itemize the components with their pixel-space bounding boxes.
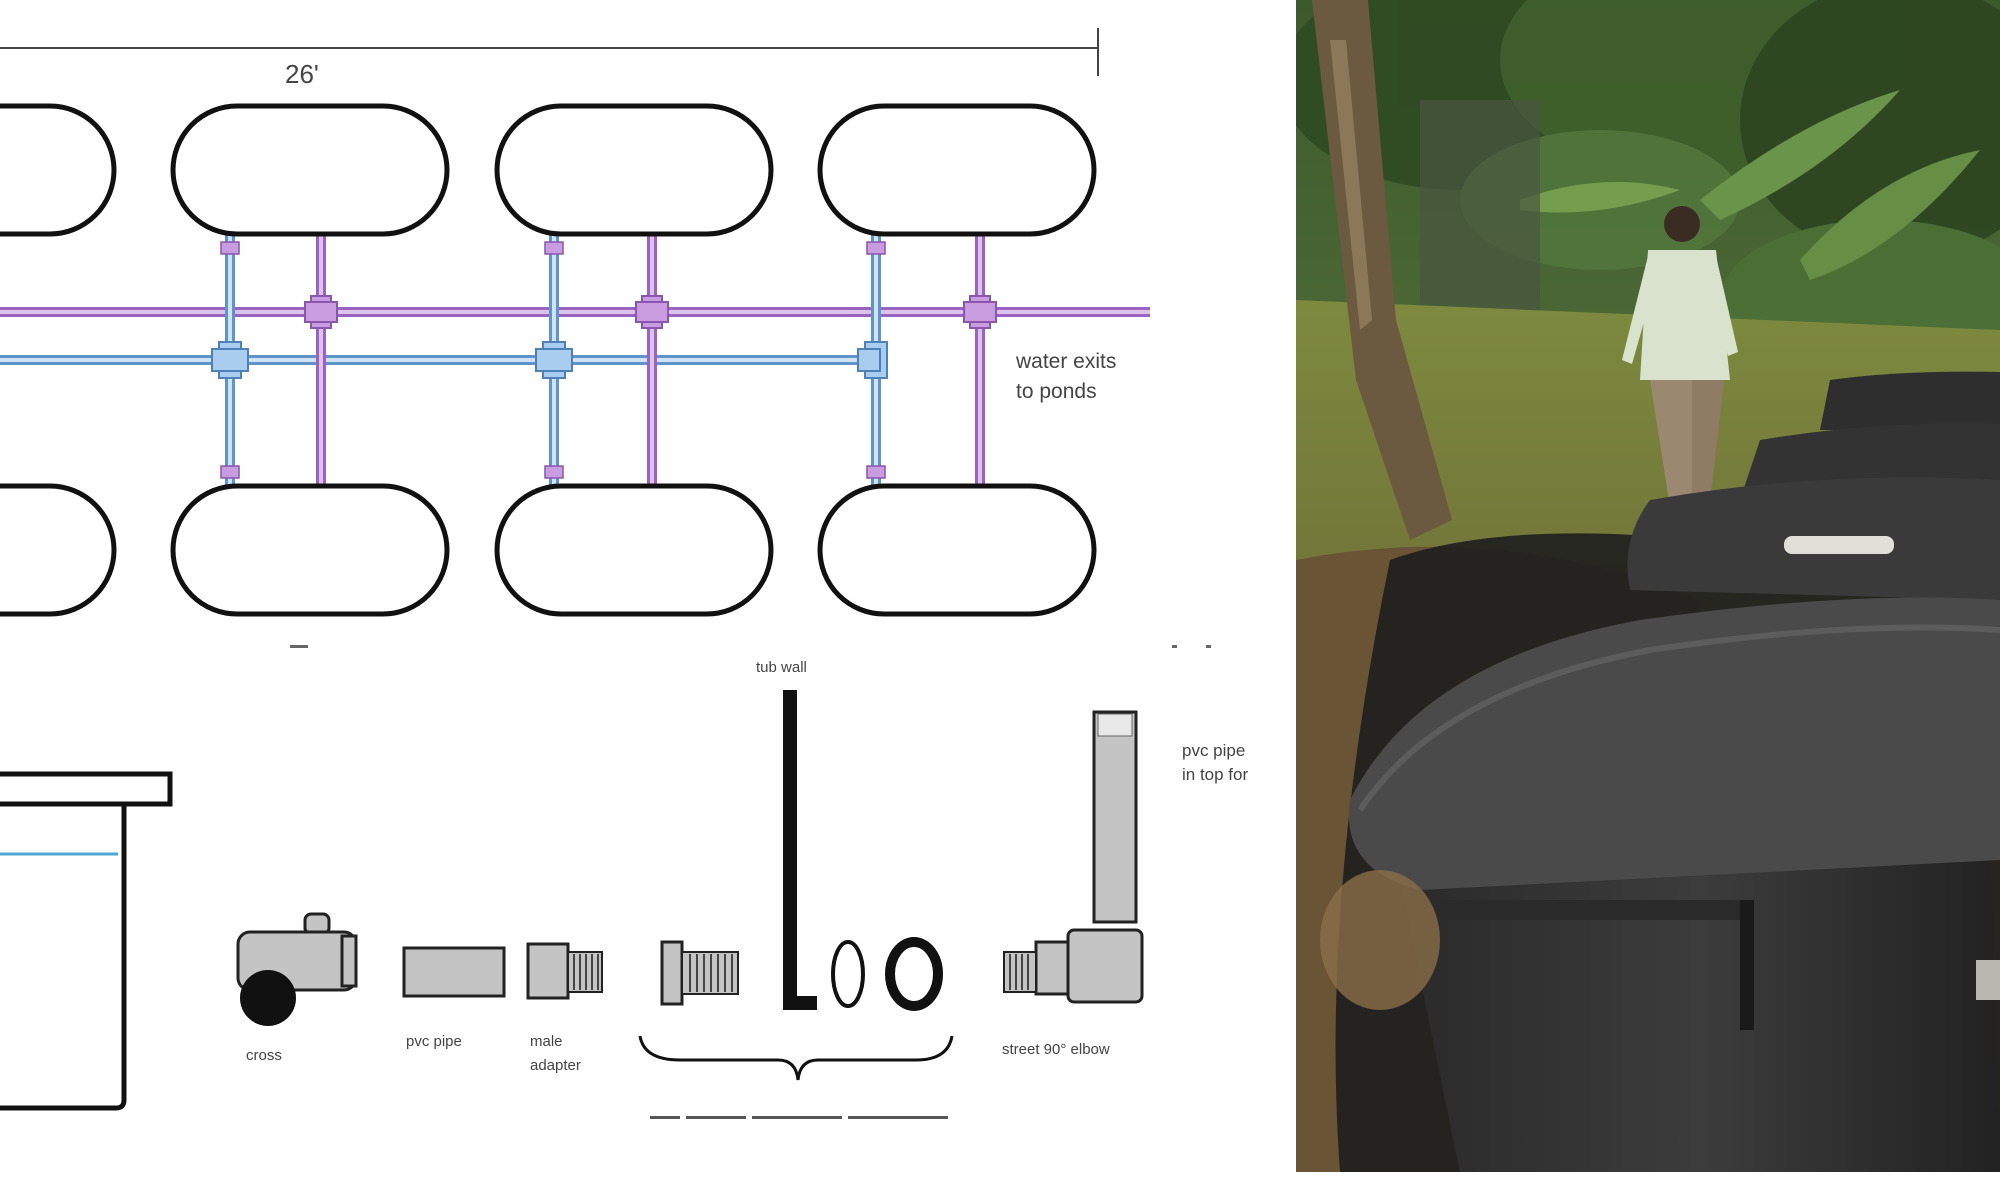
tub-row-bottom bbox=[0, 483, 1097, 617]
male-adapter-drawing bbox=[526, 942, 603, 1000]
tub-top-partial bbox=[0, 103, 117, 237]
photo-person bbox=[1622, 206, 1738, 520]
cross-fitting-drawing bbox=[236, 912, 358, 1026]
tub-bottom-3 bbox=[817, 483, 1097, 617]
photo-fence bbox=[1420, 100, 1540, 320]
tub-top-2 bbox=[494, 103, 774, 237]
photo-foreground-tub bbox=[1348, 597, 2000, 1172]
male-adapter-label-1: male bbox=[530, 1033, 563, 1050]
dimension-line: 26' bbox=[0, 28, 1099, 89]
tub-bottom-2 bbox=[494, 483, 774, 617]
tub-wall-drawing bbox=[783, 690, 817, 1010]
tub-bottom-1 bbox=[170, 483, 450, 617]
tub-wall-label: tub wall bbox=[756, 659, 807, 676]
stray-mark bbox=[290, 645, 308, 648]
tub-top-1 bbox=[170, 103, 450, 237]
tub-bottom-partial bbox=[0, 483, 117, 617]
dimension-label: 26' bbox=[285, 59, 319, 89]
pvc-pipe-label: pvc pipe bbox=[406, 1033, 462, 1050]
blue-cross-fitting-1 bbox=[211, 341, 249, 379]
bulkhead-bracket bbox=[638, 1035, 954, 1081]
photo-distant-tubs bbox=[1627, 371, 2000, 600]
tub-cross-section bbox=[0, 771, 173, 1111]
blue-elbow-fitting bbox=[857, 341, 888, 379]
photo-tubs-garden bbox=[1296, 0, 2000, 1172]
street-elbow-label: street 90° elbow bbox=[1002, 1041, 1110, 1058]
tub-top-3 bbox=[817, 103, 1097, 237]
purple-cross-fitting-2 bbox=[635, 295, 669, 329]
pipe-network bbox=[0, 222, 1150, 500]
photo-puddle bbox=[1320, 870, 1440, 1010]
purple-cross-fitting-3 bbox=[963, 295, 997, 329]
tub-row-top bbox=[0, 103, 1097, 237]
bulkhead-fitting-drawing bbox=[660, 940, 739, 1006]
stray-mark bbox=[1172, 645, 1177, 648]
blue-cross-fitting-2 bbox=[535, 341, 573, 379]
bulkhead-caption-fragment bbox=[650, 1116, 948, 1119]
cross-label: cross bbox=[246, 1047, 282, 1064]
bulkhead-markers bbox=[220, 241, 886, 479]
purple-cross-fitting-1 bbox=[304, 295, 338, 329]
stray-mark bbox=[1206, 645, 1211, 648]
male-adapter-label-2: adapter bbox=[530, 1057, 581, 1074]
gasket-rings bbox=[831, 937, 943, 1011]
standpipe-note-1: pvc pipe bbox=[1182, 741, 1245, 760]
water-exit-label-2: to ponds bbox=[1016, 380, 1097, 403]
pvc-pipe-drawing bbox=[402, 946, 506, 998]
street-elbow-drawing bbox=[1003, 710, 1144, 1004]
standpipe-note-2: in top for bbox=[1182, 765, 1248, 784]
water-exit-label-1: water exits bbox=[1015, 350, 1116, 373]
